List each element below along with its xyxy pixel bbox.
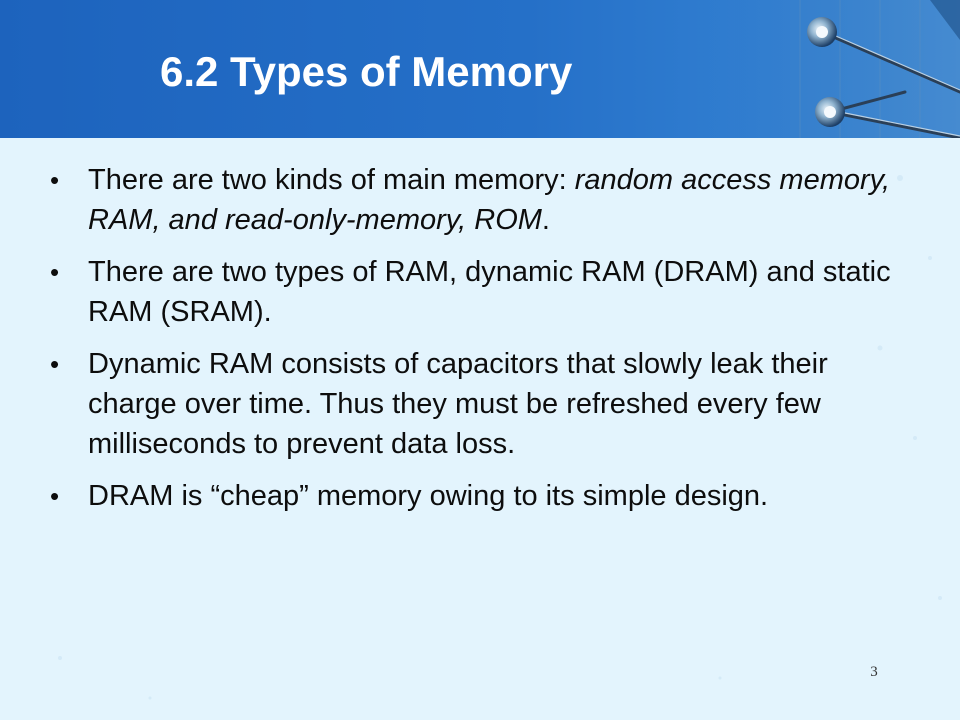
bullet-dot-icon: • (50, 349, 60, 379)
bullet-dot-icon: • (50, 165, 60, 195)
circuit-pins-graphic-icon (700, 0, 960, 138)
bullet-item: • Dynamic RAM consists of capacitors that… (44, 344, 904, 464)
background-texture (58, 175, 942, 700)
bullet-item: • There are two types of RAM, dynamic RAM… (44, 252, 904, 332)
bullet-item: • There are two kinds of main memory: ran… (44, 160, 904, 240)
bullet-text: Dynamic RAM consists of capacitors that … (88, 348, 828, 460)
slide-title: 6.2 Types of Memory (160, 48, 573, 95)
bullet-dot-icon: • (50, 481, 60, 511)
title-banner: 6.2 Types of Memory (0, 0, 960, 138)
bullet-text: There are two kinds of main memory: (88, 164, 575, 196)
bullet-item: • DRAM is “cheap” memory owing to its sim… (44, 476, 904, 516)
bullet-text: There are two types of RAM, dynamic RAM … (88, 256, 891, 328)
page-number: 3 (870, 664, 878, 680)
bullet-text-italic: random access memory, RAM, and read-only… (88, 164, 891, 236)
bullet-text: . (541, 204, 550, 236)
bullet-dot-icon: • (50, 257, 60, 287)
bullet-text: DRAM is “cheap” memory owing to its simp… (88, 480, 769, 512)
bullet-list: • There are two kinds of main memory: ran… (44, 160, 904, 528)
